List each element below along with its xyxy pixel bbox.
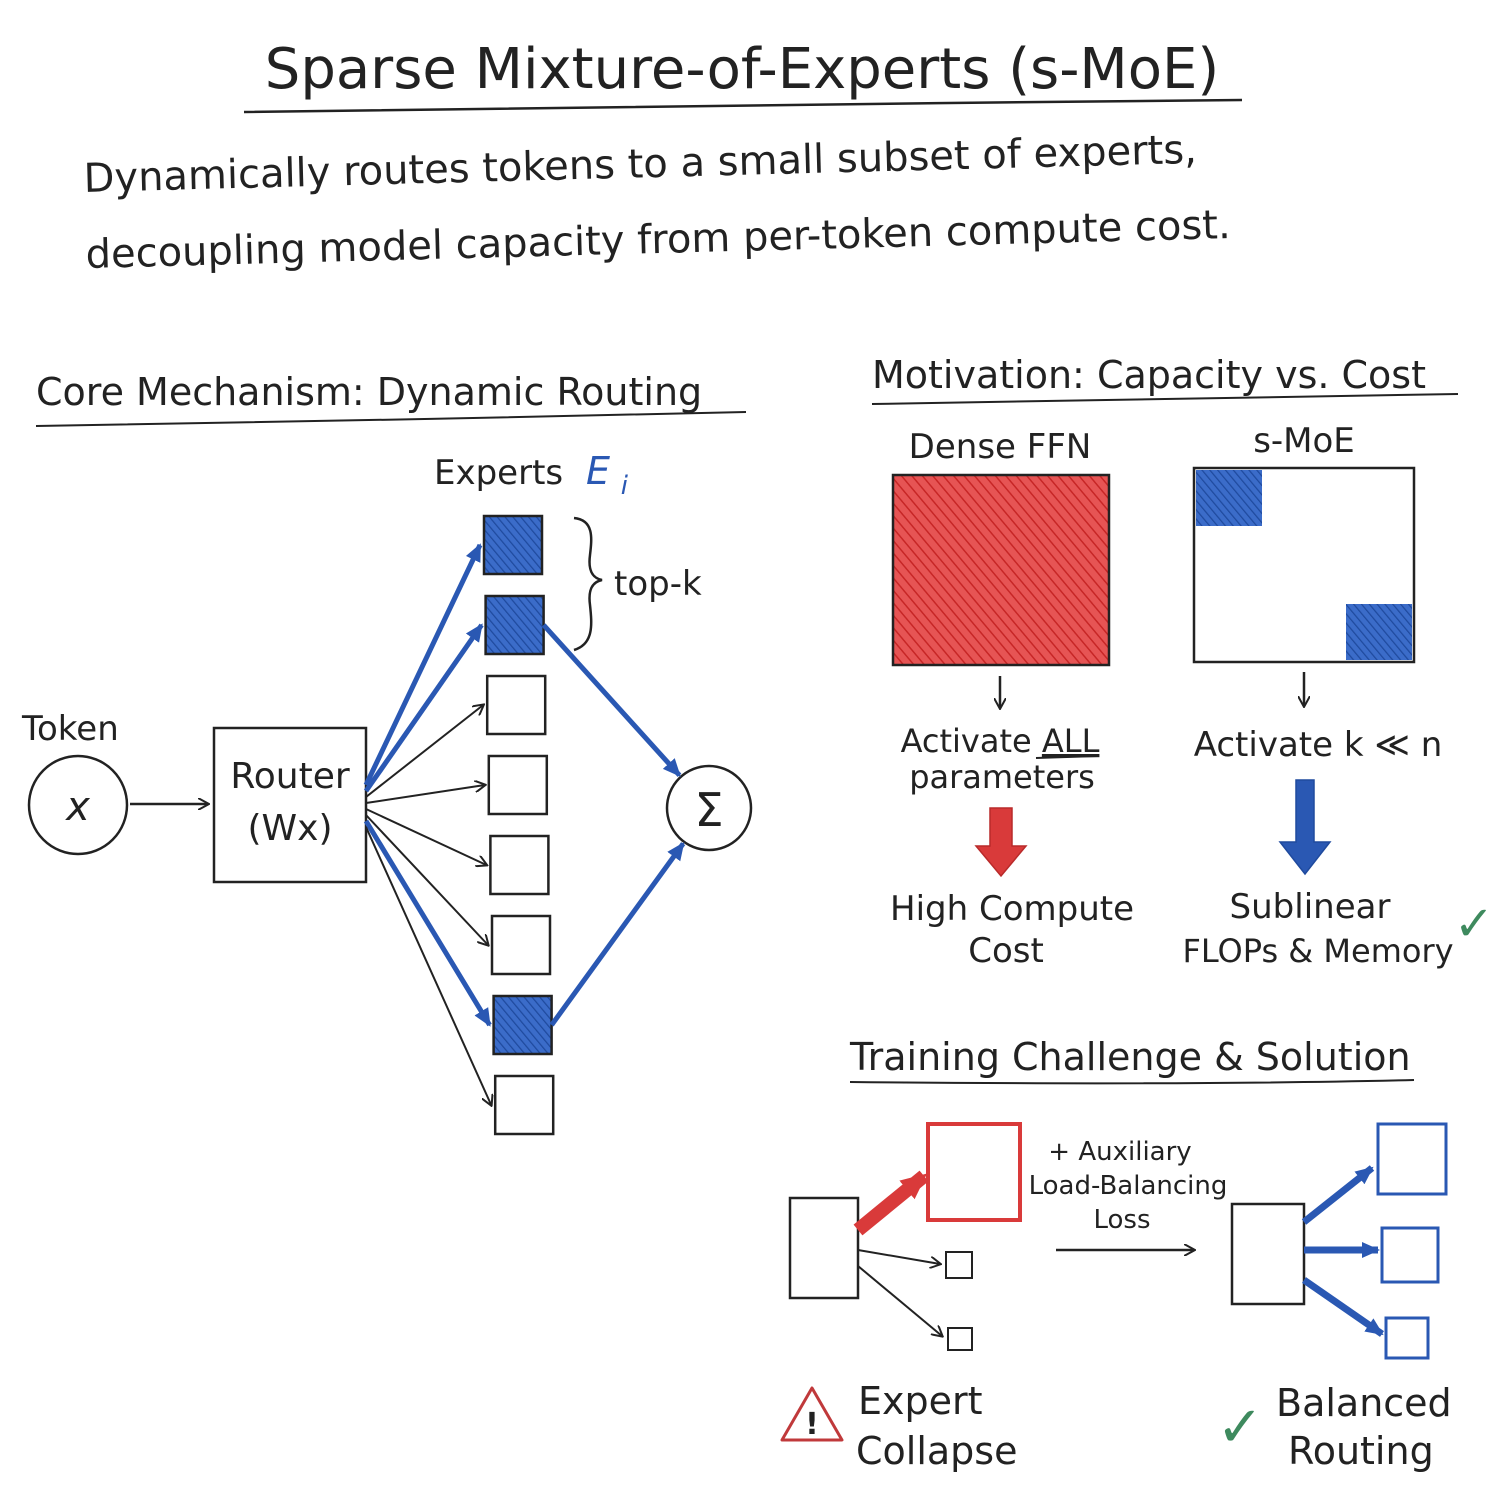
collapse-label-line1: Expert <box>858 1379 983 1423</box>
router-to-expert-arrow-5 <box>365 808 486 865</box>
topk-brace <box>573 516 603 652</box>
sum-node <box>665 764 753 852</box>
aux-loss-line2: Load-Balancing <box>1029 1171 1228 1201</box>
smoe-check-icon: ✓ <box>1454 896 1494 952</box>
training-heading: Training Challenge & Solution <box>849 1035 1411 1079</box>
balanced-arrow-3 <box>1302 1277 1384 1337</box>
balanced-expert-3 <box>1384 1316 1430 1360</box>
expert-to-sum-arrow-7 <box>549 841 686 1027</box>
router-to-expert-arrow-4 <box>365 785 485 804</box>
router-label-line1: Router <box>230 756 350 797</box>
motivation-heading-underline <box>871 393 1459 405</box>
router-box <box>212 726 368 884</box>
balanced-label-line1: Balanced <box>1276 1381 1452 1425</box>
smoe-active-block-1 <box>1196 470 1262 526</box>
router-to-expert-arrow-8 <box>365 826 491 1105</box>
balanced-check-icon: ✓ <box>1217 1395 1264 1460</box>
balanced-expert-2 <box>1380 1226 1440 1284</box>
router-to-expert-arrow-2 <box>363 623 484 793</box>
smoe-label: s-MoE <box>1253 421 1355 461</box>
collapse-small-expert-1 <box>945 1251 973 1279</box>
experts-label-text: Experts <box>434 453 563 493</box>
dense-big-red-arrow <box>974 807 1028 878</box>
dense-activate-line1: Activate ALL <box>901 722 1100 760</box>
collapse-red-arrow <box>853 1170 929 1236</box>
router-to-expert-arrow-6 <box>365 814 488 945</box>
expert-box-4 <box>487 754 549 816</box>
dense-result-line2: Cost <box>968 931 1044 971</box>
experts-symbol: E <box>586 449 610 493</box>
aux-loss-line3: Loss <box>1093 1205 1150 1235</box>
title-underline <box>243 98 1243 114</box>
dense-activate-line2: parameters <box>909 758 1095 796</box>
subtitle-line-1: Dynamically routes tokens to a small sub… <box>83 127 1197 202</box>
token-label: Token <box>21 709 119 749</box>
router-to-expert-arrow-7 <box>363 819 492 1027</box>
dense-ffn-matrix <box>891 473 1111 667</box>
router-to-expert-arrow-1 <box>363 543 483 787</box>
smoe-result-line2: FLOPs & Memory <box>1182 932 1453 970</box>
collapse-thin-arrow-1 <box>857 1249 940 1264</box>
topk-label: top-k <box>614 564 702 604</box>
dense-result-line1: High Compute <box>890 889 1134 929</box>
sum-symbol: Σ <box>694 783 723 837</box>
collapse-overloaded-expert <box>926 1122 1022 1222</box>
expert-box-5 <box>489 834 550 896</box>
expert-box-1 <box>482 514 544 576</box>
smoe-big-blue-arrow <box>1278 779 1332 876</box>
smoe-activate: Activate k ≪ n <box>1194 725 1443 765</box>
dense-all-underline <box>1035 755 1099 759</box>
expert-box-2 <box>484 594 545 656</box>
balanced-router-box <box>1230 1202 1306 1306</box>
smoe-active-block-2 <box>1346 604 1412 660</box>
dense-activate-prefix: Activate <box>901 722 1042 760</box>
dense-activate-emph: ALL <box>1042 722 1100 760</box>
expert-box-7 <box>492 994 553 1056</box>
expert-to-sum-arrow-2 <box>541 623 682 778</box>
experts-subscript: i <box>621 471 629 501</box>
expert-box-3 <box>485 674 547 736</box>
collapse-thin-arrow-2 <box>857 1265 942 1336</box>
router-label-line2: (Wx) <box>248 808 333 849</box>
balanced-expert-1 <box>1376 1122 1448 1196</box>
training-heading-underline <box>849 1079 1415 1085</box>
subtitle-line-2: decoupling model capacity from per-token… <box>85 202 1231 278</box>
collapse-router-box <box>788 1196 860 1300</box>
token-node <box>27 754 129 856</box>
warning-icon <box>780 1386 844 1442</box>
warning-icon-mark: ! <box>805 1407 819 1442</box>
routing-group <box>363 514 686 1136</box>
dense-label: Dense FFN <box>909 427 1092 467</box>
core-heading: Core Mechanism: Dynamic Routing <box>36 370 702 414</box>
experts-label: Experts E i <box>434 449 629 501</box>
page-title: Sparse Mixture-of-Experts (s-MoE) <box>265 37 1219 102</box>
expert-box-8 <box>493 1074 555 1136</box>
balanced-arrow-1 <box>1301 1165 1375 1225</box>
aux-loss-line1: + Auxiliary <box>1048 1137 1191 1167</box>
balanced-label-line2: Routing <box>1288 1429 1434 1473</box>
motivation-heading: Motivation: Capacity vs. Cost <box>872 353 1426 397</box>
smoe-result-line1: Sublinear <box>1230 887 1391 927</box>
collapse-label-line2: Collapse <box>856 1429 1017 1473</box>
collapse-small-expert-2 <box>947 1327 973 1351</box>
core-heading-underline <box>35 411 747 427</box>
token-symbol: x <box>64 784 90 830</box>
router-to-expert-arrow-3 <box>365 705 483 798</box>
expert-box-6 <box>490 914 552 976</box>
